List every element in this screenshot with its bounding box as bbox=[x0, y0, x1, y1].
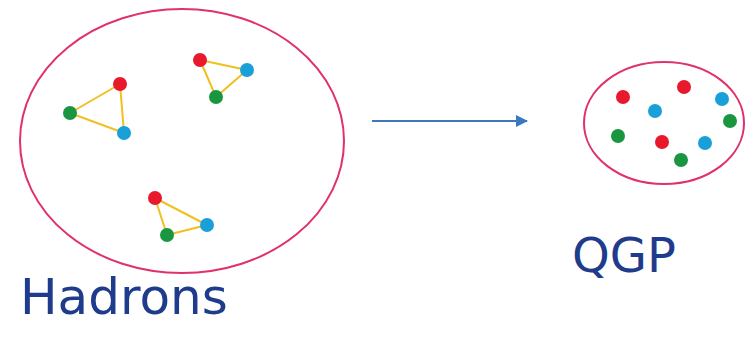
free-quarks bbox=[611, 80, 737, 167]
green-quark bbox=[611, 129, 625, 143]
baryon-bonds bbox=[70, 60, 247, 235]
green-quark bbox=[63, 106, 77, 120]
region-label: QGP bbox=[572, 229, 676, 282]
hadron-region: Hadrons bbox=[19, 8, 345, 274]
region-outline bbox=[19, 8, 345, 274]
blue-quark bbox=[200, 218, 214, 232]
quarks bbox=[63, 53, 254, 242]
red-quark bbox=[677, 80, 691, 94]
blue-quark bbox=[117, 126, 131, 140]
green-quark bbox=[674, 153, 688, 167]
region-outline bbox=[20, 9, 344, 273]
blue-quark bbox=[240, 63, 254, 77]
transition-arrow bbox=[372, 120, 527, 122]
blue-quark bbox=[715, 92, 729, 106]
red-quark bbox=[616, 90, 630, 104]
red-quark bbox=[113, 77, 127, 91]
blue-quark bbox=[648, 104, 662, 118]
region-label: Hadrons bbox=[20, 270, 228, 325]
red-quark bbox=[193, 53, 207, 67]
red-quark bbox=[655, 135, 669, 149]
green-quark bbox=[209, 90, 223, 104]
green-quark bbox=[160, 228, 174, 242]
red-quark bbox=[148, 191, 162, 205]
region-outline bbox=[583, 61, 745, 185]
blue-quark bbox=[698, 136, 712, 150]
green-quark bbox=[723, 114, 737, 128]
gluon-bond bbox=[200, 60, 247, 97]
region-outline bbox=[584, 62, 744, 184]
qgp-region: QGP bbox=[583, 61, 745, 185]
gluon-bond bbox=[70, 84, 124, 133]
